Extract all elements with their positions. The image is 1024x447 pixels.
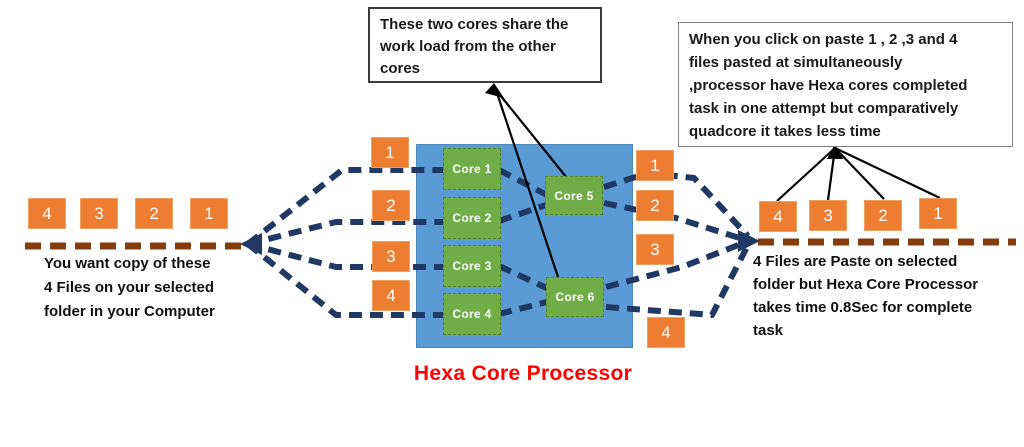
note-text-line: task [753,322,784,339]
core2-to-core5-line [498,201,550,224]
right-flow-arrowhead [738,230,760,252]
note-text-line: 4 Files on your selected [44,279,215,296]
out-line-4 [605,243,751,318]
file-path-lines [25,238,1016,250]
right-callout-arrowhead [827,144,843,159]
pasted-file-box-2: 2 [864,200,902,231]
out-line-2 [603,200,747,243]
core3-to-core6-line [497,263,553,293]
paste-result-note: 4 Files are Paste on selected folder but… [753,250,1023,342]
fan-line-4 [246,241,449,318]
pointer-to-paste-2 [834,147,885,200]
input-file-box-4: 4 [372,280,410,311]
input-file-box-1: 1 [371,137,409,168]
note-text-line: folder but Hexa Core Processor [753,276,979,293]
note-text-line: folder in your Computer [44,303,215,320]
pasted-file-box-4: 4 [759,201,797,232]
core1-to-core5-line [497,167,551,199]
note-text-line: You want copy of these [44,255,211,272]
pointer-to-core5 [495,89,568,179]
output-file-box-1: 1 [636,150,674,181]
core-3-box: Core 3 [443,245,501,287]
output-file-box-2: 2 [636,190,674,221]
diagram-title: Hexa Core Processor [413,362,633,385]
flow-arrowheads [240,230,760,255]
paste-explain-callout: When you click on paste 1 , 2 ,3 and 4 f… [678,22,1013,147]
callout-text-line: task in one attempt but comparatively [689,100,959,117]
core-1-box: Core 1 [443,148,501,190]
fan-line-2 [247,219,449,247]
input-file-box-2: 2 [372,190,410,221]
fan-line-3 [247,241,449,270]
copy-source-note: You want copy of these 4 Files on your s… [44,252,269,324]
input-file-box-3: 3 [372,241,410,272]
source-file-box-3: 3 [80,198,118,229]
out-line-3 [605,239,748,290]
shared-cores-callout: These two cores share the work load from… [368,7,602,83]
left-flow-arrowhead [240,233,262,255]
core-2-box: Core 2 [443,197,501,239]
callout-pointer-lines [494,89,941,281]
fan-line-1 [246,167,449,247]
source-file-box-2: 2 [135,198,173,229]
callout-text-line: These two cores share the [380,16,569,33]
callout-text-line: ,processor have Hexa cores completed [689,77,968,94]
left-callout-arrowhead [485,83,504,98]
pointer-to-paste-4 [776,147,836,202]
callout-text-line: quadcore it takes less time [689,123,881,140]
pasted-file-box-3: 3 [809,200,847,231]
note-text-line: 4 Files are Paste on selected [753,253,958,270]
callout-text-line: cores [380,60,421,77]
output-file-box-3: 3 [636,234,674,265]
note-text-line: takes time 0.8Sec for complete [753,299,973,316]
core-4-box: Core 4 [443,293,501,335]
callout-text-line: work load from the other [380,38,556,55]
pointer-to-core6 [494,89,561,281]
output-file-box-4: 4 [647,317,685,348]
callout-text-line: files pasted at simultaneously [689,54,903,71]
core4-to-core6-line [498,298,552,317]
pointer-to-paste-1 [834,147,941,199]
core-6-box: Core 6 [546,277,604,317]
core-5-box: Core 5 [545,176,603,215]
source-file-box-1: 1 [190,198,228,229]
source-file-box-4: 4 [28,198,66,229]
callout-arrowheads [485,83,843,159]
pasted-file-box-1: 1 [919,198,957,229]
callout-text-line: When you click on paste 1 , 2 ,3 and 4 [689,31,958,48]
